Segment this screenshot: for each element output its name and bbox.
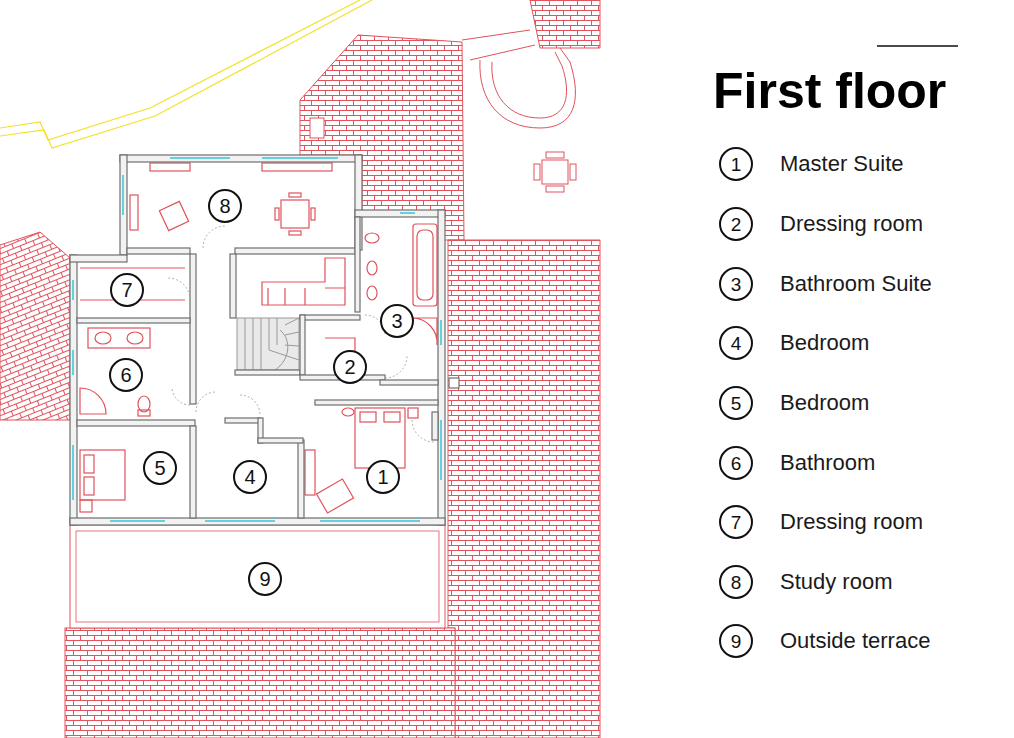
legend-number: 8: [719, 565, 753, 599]
terrace-edge: [76, 531, 439, 622]
terrace-outline: [70, 525, 445, 628]
legend-label: Dressing room: [780, 510, 923, 534]
legend-row: 6 Bathroom: [719, 446, 875, 480]
callout-circle: 5: [143, 451, 177, 485]
site-boundary: [0, 0, 372, 148]
page-title: First floor: [713, 66, 946, 116]
legend-row: 7 Dressing room: [719, 505, 923, 539]
callout-number: 9: [259, 569, 270, 589]
callout-circle: 2: [333, 350, 367, 384]
callout-number: 5: [154, 458, 165, 478]
door-swings: [168, 226, 434, 442]
driveway: [462, 30, 575, 128]
callout-number: 3: [391, 311, 402, 331]
legend-number: 7: [719, 505, 753, 539]
legend-number: 4: [719, 326, 753, 360]
legend-label: Master Suite: [780, 152, 904, 176]
outdoor-table: [534, 152, 576, 192]
legend-row: 3 Bathroom Suite: [719, 267, 932, 301]
legend-row: 5 Bedroom: [719, 386, 869, 420]
legend-row: 2 Dressing room: [719, 207, 923, 241]
header-rule: [877, 45, 958, 47]
callout-number: 2: [344, 357, 355, 377]
callout-number: 6: [120, 365, 131, 385]
legend-label: Bedroom: [780, 331, 869, 355]
callout-number: 4: [244, 467, 255, 487]
callout-circle: 8: [208, 189, 242, 223]
callout-number: 8: [219, 196, 230, 216]
callout-circle: 1: [366, 460, 400, 494]
legend-number: 6: [719, 446, 753, 480]
legend-row: 8 Study room: [719, 565, 893, 599]
legend-number: 9: [719, 624, 753, 658]
callout-number: 1: [377, 467, 388, 487]
legend-label: Dressing room: [780, 212, 923, 236]
legend-label: Study room: [780, 570, 893, 594]
callout-circle: 6: [109, 358, 143, 392]
callout-circle: 7: [110, 273, 144, 307]
legend-label: Bedroom: [780, 391, 869, 415]
staircase: [237, 318, 299, 370]
callout-circle: 3: [380, 304, 414, 338]
floor-area: [70, 155, 445, 525]
legend-label: Outside terrace: [780, 629, 930, 653]
legend-number: 3: [719, 267, 753, 301]
windows: [73, 158, 441, 521]
legend-row: 1 Master Suite: [719, 147, 904, 181]
legend-label: Bathroom Suite: [780, 272, 932, 296]
legend-number: 5: [719, 386, 753, 420]
legend-number: 2: [719, 207, 753, 241]
callout-circle: 4: [233, 460, 267, 494]
walls: [70, 155, 459, 525]
legend-label: Bathroom: [780, 451, 875, 475]
legend-row: 4 Bedroom: [719, 326, 869, 360]
callout-circle: 9: [248, 562, 282, 596]
callout-number: 7: [121, 280, 132, 300]
legend-number: 1: [719, 147, 753, 181]
legend-row: 9 Outside terrace: [719, 624, 930, 658]
roof-tiles: [0, 0, 600, 738]
